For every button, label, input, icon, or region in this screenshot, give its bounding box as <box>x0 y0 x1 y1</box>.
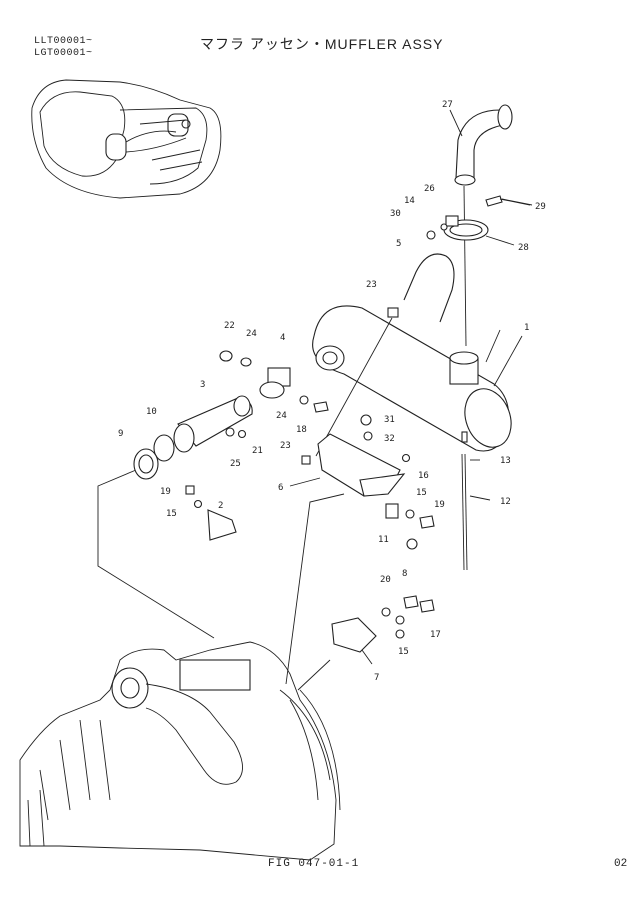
muffler-body <box>312 305 512 452</box>
callout-10: 10 <box>146 407 157 417</box>
callout-22: 22 <box>224 321 235 331</box>
serial-range-1: LLT00001~ <box>34 36 93 47</box>
callout-6: 6 <box>278 483 283 493</box>
page-number: 02 <box>614 858 628 870</box>
page-title: マフラ アッセン・MUFFLER ASSY <box>200 36 444 52</box>
callout-4: 4 <box>280 333 285 343</box>
callout-24: 24 <box>246 329 257 339</box>
callout-19: 19 <box>160 487 171 497</box>
callout-28: 28 <box>518 243 529 253</box>
tractor-overview <box>31 79 222 199</box>
callout-8: 8 <box>402 569 407 579</box>
callout-14: 14 <box>404 196 415 206</box>
figure-id: FIG 047-01-1 <box>268 858 360 870</box>
callout-16: 16 <box>418 471 429 481</box>
serial-range-2: LGT00001~ <box>34 48 93 59</box>
callout-19b: 19 <box>434 500 445 510</box>
callout-24b: 24 <box>276 411 287 421</box>
callout-11: 11 <box>378 535 389 545</box>
callout-18: 18 <box>296 425 307 435</box>
callout-15b: 15 <box>166 509 177 519</box>
callout-13: 13 <box>500 456 511 466</box>
callout-3: 3 <box>200 380 205 390</box>
callout-12: 12 <box>500 497 511 507</box>
callout-31: 31 <box>384 415 395 425</box>
callout-25: 25 <box>230 459 241 469</box>
callout-32: 32 <box>384 434 395 444</box>
callout-1: 1 <box>524 323 529 333</box>
callout-7: 7 <box>374 673 379 683</box>
callout-30: 30 <box>390 209 401 219</box>
callout-5: 5 <box>396 239 401 249</box>
callout-29: 29 <box>535 202 546 212</box>
callout-9: 9 <box>118 429 123 439</box>
callout-23: 23 <box>366 280 377 290</box>
engine-block <box>19 641 341 861</box>
callout-23b: 23 <box>280 441 291 451</box>
callout-15c: 15 <box>398 647 409 657</box>
callout-21: 21 <box>252 446 263 456</box>
callout-26: 26 <box>424 184 435 194</box>
callout-15: 15 <box>416 488 427 498</box>
callout-2: 2 <box>218 501 223 511</box>
callout-20: 20 <box>380 575 391 585</box>
callout-27: 27 <box>442 100 453 110</box>
callout-17: 17 <box>430 630 441 640</box>
